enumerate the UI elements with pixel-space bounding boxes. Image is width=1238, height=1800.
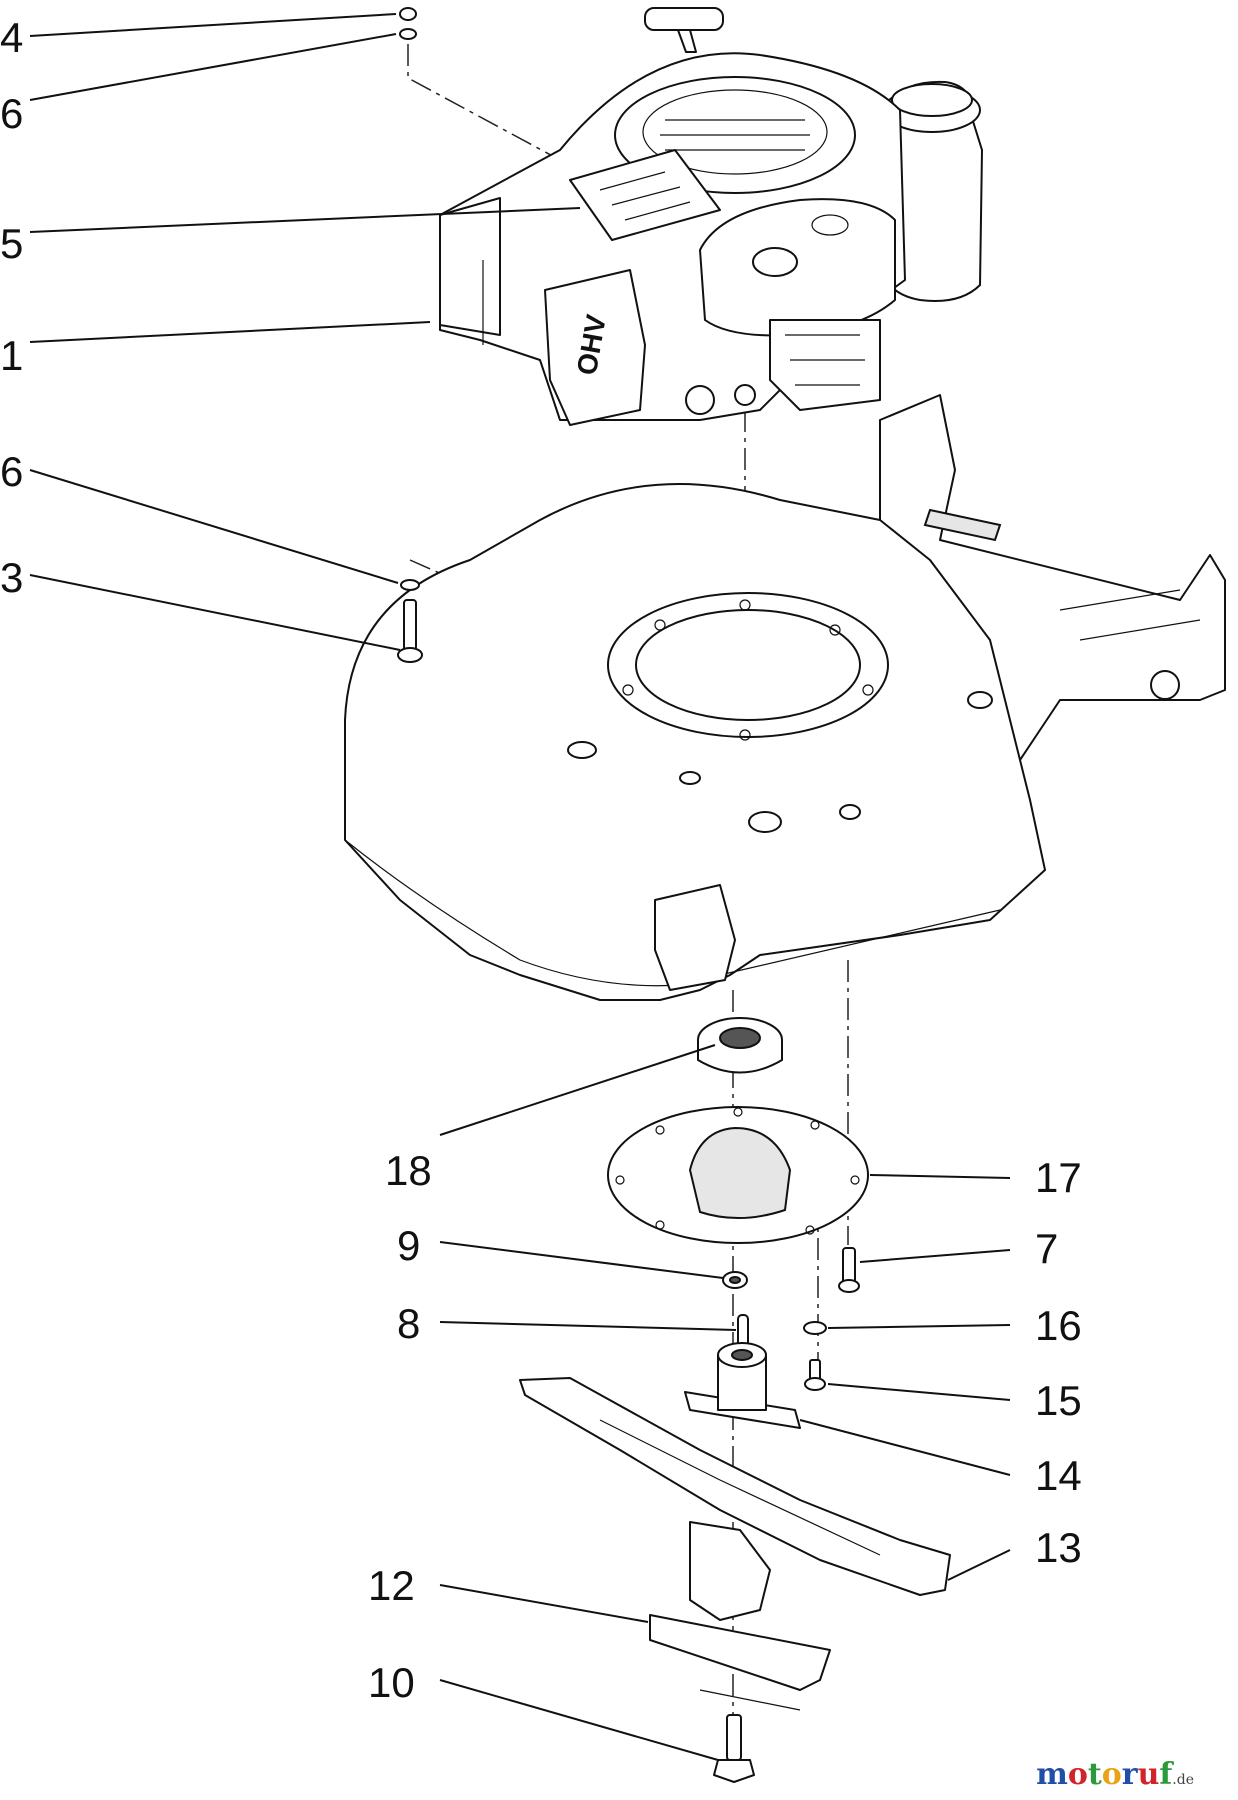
callout-9: 9 (397, 1222, 420, 1269)
watermark-letter: u (1137, 1757, 1160, 1792)
callout-3: 3 (0, 554, 23, 601)
callout-14: 14 (1035, 1452, 1082, 1499)
watermark-letter: t (1087, 1757, 1102, 1792)
callout-13: 13 (1035, 1524, 1082, 1571)
watermark-letter: o (1067, 1757, 1088, 1792)
hardware (397, 7, 860, 1783)
callout-8: 8 (397, 1300, 420, 1347)
callout-10: 10 (368, 1659, 415, 1706)
mount-holes (622, 599, 874, 741)
mulching-blade-part-12 (649, 1521, 831, 1711)
callout-labels: 4 6 5 1 6 3 18 17 9 7 8 16 15 14 13 12 1… (0, 14, 1082, 1706)
watermark-letter: m (1036, 1757, 1068, 1792)
callout-12: 12 (368, 1562, 415, 1609)
adapter-plate-part-17 (607, 1106, 869, 1244)
bearing-part-18 (697, 1017, 783, 1074)
watermark-letter: f (1159, 1757, 1173, 1792)
callout-6-top: 6 (0, 90, 23, 137)
blade-adapter-part-14 (684, 1342, 801, 1429)
callout-1: 1 (0, 332, 23, 379)
blade-part-13 (519, 1377, 951, 1596)
callout-17: 17 (1035, 1154, 1082, 1201)
watermark-suffix: .de (1172, 1772, 1194, 1788)
callout-16: 16 (1035, 1302, 1082, 1349)
mower-deck (344, 394, 1226, 1001)
callout-7: 7 (1035, 1225, 1058, 1272)
engine-assembly: OHV (439, 7, 983, 426)
motoruf-watermark-logo: motoruf.de (1036, 1757, 1194, 1792)
watermark-letter: r (1121, 1757, 1138, 1792)
callout-18: 18 (385, 1147, 432, 1194)
callout-5: 5 (0, 220, 23, 267)
callout-6-left: 6 (0, 448, 23, 495)
callout-15: 15 (1035, 1377, 1082, 1424)
plate-holes (615, 1107, 860, 1235)
watermark-letters: motoruf (1036, 1757, 1172, 1792)
watermark-letter: o (1101, 1757, 1122, 1792)
leader-lines (29, 13, 1011, 1761)
callout-4: 4 (0, 14, 23, 61)
